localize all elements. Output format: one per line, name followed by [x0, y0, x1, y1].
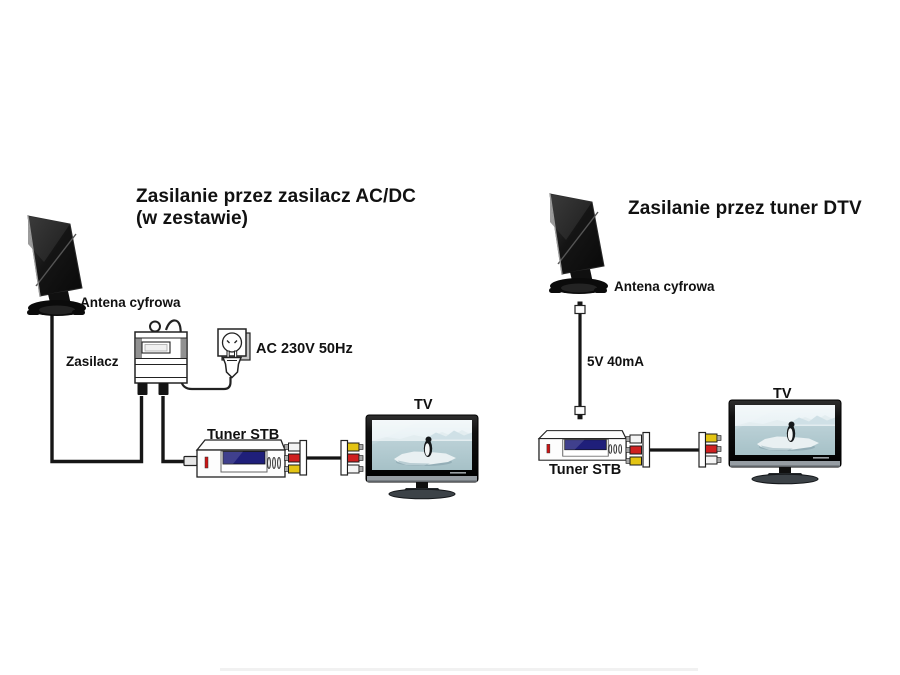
left-title-line2: (w zestawie): [136, 208, 249, 229]
cable-connector-top: [577, 301, 583, 306]
rca-plug-white: [629, 434, 642, 444]
rca-cable-icon-right: [625, 431, 722, 468]
tv-icon-left: [365, 414, 479, 500]
rca-plug-white: [288, 442, 301, 452]
left-title-line1: Zasilanie przez zasilacz AC/DC: [136, 186, 417, 207]
cable-5v-label: 5V 40mA: [587, 354, 645, 369]
tv-icon-right: [728, 399, 842, 485]
tv-label-left: TV: [414, 397, 433, 413]
tuner-stb-icon-right: [537, 430, 628, 461]
rca-cable-icon-left: [284, 439, 364, 476]
rca-plug-red: [705, 444, 718, 454]
adapter-label: Zasilacz: [66, 354, 119, 369]
power-adapter-icon: [134, 320, 188, 395]
tv-label-right: TV: [773, 386, 792, 402]
rca-plug-yellow: [705, 433, 718, 443]
adapter-hanger-ring: [149, 320, 161, 333]
rca-plug-yellow: [629, 456, 642, 466]
rca-plug-white: [347, 464, 360, 474]
left-section: [26, 215, 479, 500]
antenna-icon-left: [26, 215, 87, 317]
antenna-cable-left: [50, 313, 144, 464]
rca-plug-red: [347, 453, 360, 463]
right-title: Zasilanie przez tuner DTV: [628, 198, 862, 219]
stb-led-left: [204, 456, 209, 469]
mains-label: AC 230V 50Hz: [256, 341, 353, 357]
antenna-icon-right: [548, 193, 609, 295]
left-title: Zasilanie przez zasilacz AC/DC (w zestaw…: [136, 186, 416, 230]
wall-socket-icon: [217, 328, 251, 361]
stb-input-plug: [183, 455, 198, 467]
tuner-stb-icon-left: [195, 439, 286, 478]
tuner-label-left: Tuner STB: [207, 427, 280, 443]
rca-plug-yellow: [347, 442, 360, 452]
adapter-output-cable: [161, 396, 186, 464]
rca-plug-yellow: [288, 464, 301, 474]
stb-led-right: [546, 444, 551, 454]
rca-plug-red: [629, 445, 642, 455]
power-plug-icon: [221, 350, 243, 379]
stb-display-right: [564, 439, 607, 451]
antenna-label-right: Antena cyfrowa: [614, 279, 715, 294]
power-cable-5v: [574, 301, 586, 420]
right-section: [537, 193, 842, 485]
tuner-label-right: Tuner STB: [549, 462, 622, 478]
cable-connector-bottom: [574, 405, 586, 416]
rca-plug-white: [705, 455, 718, 465]
rca-plug-red: [288, 453, 301, 463]
bottom-divider: [220, 668, 698, 671]
antenna-label-left: Antena cyfrowa: [80, 295, 181, 310]
stb-display-left: [222, 451, 266, 465]
